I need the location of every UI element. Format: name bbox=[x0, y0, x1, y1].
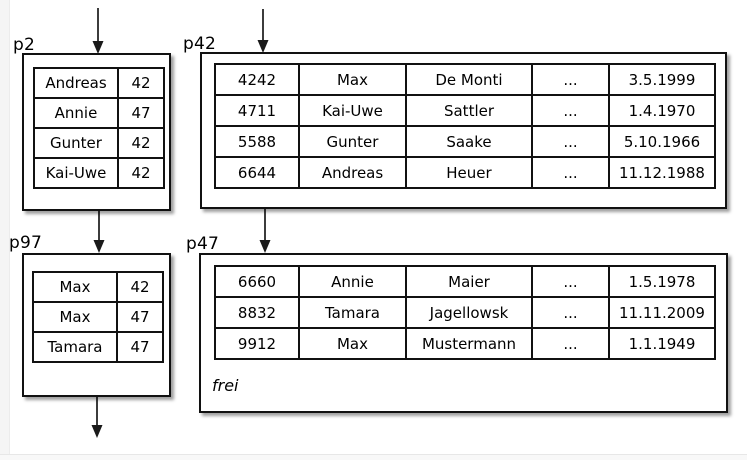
page-label-p97: p97 bbox=[9, 233, 43, 253]
table-cell: 4711 bbox=[214, 94, 300, 127]
free-space-marker: frei bbox=[212, 376, 239, 395]
table-cell: Mustermann bbox=[405, 327, 533, 360]
table-cell: Maier bbox=[405, 265, 533, 298]
table-cell: 42 bbox=[117, 67, 165, 99]
table-cell: Heuer bbox=[405, 156, 533, 189]
table-cell: 47 bbox=[117, 97, 165, 129]
table-cell: Tamara bbox=[298, 296, 407, 329]
table-cell: Andreas bbox=[33, 67, 119, 99]
table-cell: 8832 bbox=[214, 296, 300, 329]
left-margin-strip bbox=[0, 0, 10, 460]
table-cell: 42 bbox=[117, 157, 165, 189]
table-cell: Max bbox=[298, 327, 407, 360]
table-cell: 47 bbox=[116, 331, 164, 363]
table-cell: 3.5.1999 bbox=[608, 63, 716, 96]
table-cell: ... bbox=[531, 63, 610, 96]
arrow-p2-to-p97 bbox=[93, 211, 105, 253]
table-cell: 1.1.1949 bbox=[608, 327, 716, 360]
table-cell: Gunter bbox=[33, 127, 119, 159]
table-cell: Kai-Uwe bbox=[33, 157, 119, 189]
table-cell: 42 bbox=[116, 271, 164, 303]
page-label-p47: p47 bbox=[186, 234, 220, 254]
table-cell: 4242 bbox=[214, 63, 300, 96]
table-cell: ... bbox=[531, 296, 610, 329]
table-cell: Andreas bbox=[298, 156, 407, 189]
table-cell: 1.5.1978 bbox=[608, 265, 716, 298]
arrow-into-p42 bbox=[257, 9, 269, 53]
table-cell: 47 bbox=[116, 301, 164, 333]
arrow-out-of-p97 bbox=[91, 397, 103, 438]
table-cell: Annie bbox=[298, 265, 407, 298]
table-cell: Max bbox=[32, 301, 118, 333]
page-label-p42: p42 bbox=[183, 34, 217, 54]
table-cell: Gunter bbox=[298, 125, 407, 158]
bottom-band bbox=[0, 454, 747, 460]
table-cell: 42 bbox=[117, 127, 165, 159]
arrow-p42-to-p47 bbox=[259, 209, 271, 253]
table-cell: 11.12.1988 bbox=[608, 156, 716, 189]
table-cell: Max bbox=[32, 271, 118, 303]
table-cell: 9912 bbox=[214, 327, 300, 360]
arrow-into-p2 bbox=[92, 8, 104, 54]
table-cell: De Monti bbox=[405, 63, 533, 96]
table-cell: Jagellowsk bbox=[405, 296, 533, 329]
table-cell: Kai-Uwe bbox=[298, 94, 407, 127]
table-cell: 1.4.1970 bbox=[608, 94, 716, 127]
table-cell: Annie bbox=[33, 97, 119, 129]
table-cell: Max bbox=[298, 63, 407, 96]
table-cell: Saake bbox=[405, 125, 533, 158]
table-cell: 11.11.2009 bbox=[608, 296, 716, 329]
table-cell: Sattler bbox=[405, 94, 533, 127]
table-cell: 5588 bbox=[214, 125, 300, 158]
table-cell: ... bbox=[531, 265, 610, 298]
table-cell: ... bbox=[531, 327, 610, 360]
table-cell: ... bbox=[531, 94, 610, 127]
table-cell: 6644 bbox=[214, 156, 300, 189]
table-cell: 5.10.1966 bbox=[608, 125, 716, 158]
table-cell: ... bbox=[531, 156, 610, 189]
page-label-p2: p2 bbox=[13, 35, 36, 55]
table-cell: 6660 bbox=[214, 265, 300, 298]
table-cell: Tamara bbox=[32, 331, 118, 363]
table-cell: ... bbox=[531, 125, 610, 158]
